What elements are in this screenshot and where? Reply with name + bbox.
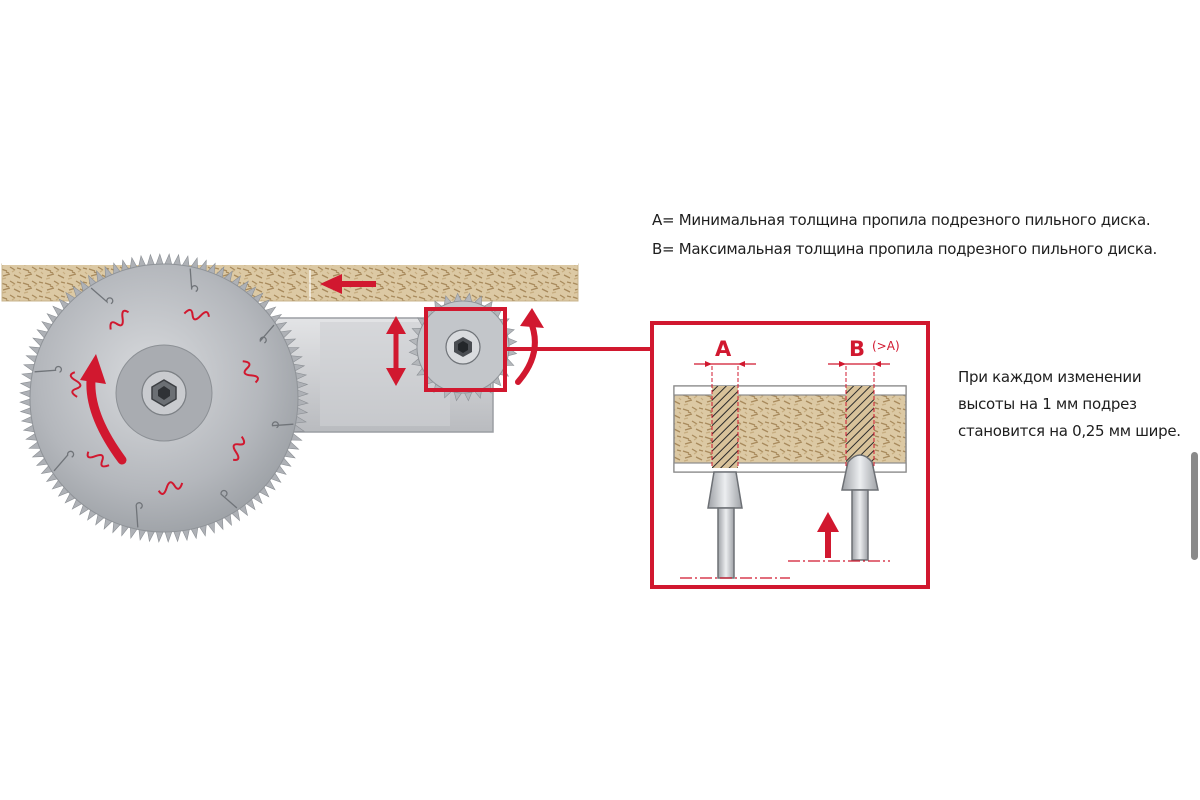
scrollbar-thumb[interactable]: [1191, 452, 1198, 560]
double-arrow-icon: [386, 316, 406, 386]
legend: A= Минимальная толщина пропила подрезног…: [652, 206, 1157, 264]
tool-a-tip: [707, 471, 743, 509]
label-a: A: [715, 337, 732, 361]
main-saw-blade: [19, 253, 309, 543]
height-note: При каждом изменении высоты на 1 мм подр…: [958, 364, 1181, 445]
note-line-3: становится на 0,25 мм шире.: [958, 422, 1181, 440]
left-arrow-icon: [320, 274, 376, 294]
tool-b-tip: [841, 454, 879, 491]
label-b-note: (>A): [872, 339, 900, 353]
detail-box: A B (>A): [650, 321, 930, 589]
legend-line-a: A= Минимальная толщина пропила подрезног…: [652, 211, 1151, 229]
up-arrow-icon: [817, 512, 839, 558]
note-line-2: высоты на 1 мм подрез: [958, 395, 1137, 413]
label-b: B: [849, 337, 865, 361]
note-line-1: При каждом изменении: [958, 368, 1142, 386]
legend-line-b: B= Максимальная толщина пропила подрезно…: [652, 240, 1157, 258]
kerf-a: [712, 386, 738, 468]
